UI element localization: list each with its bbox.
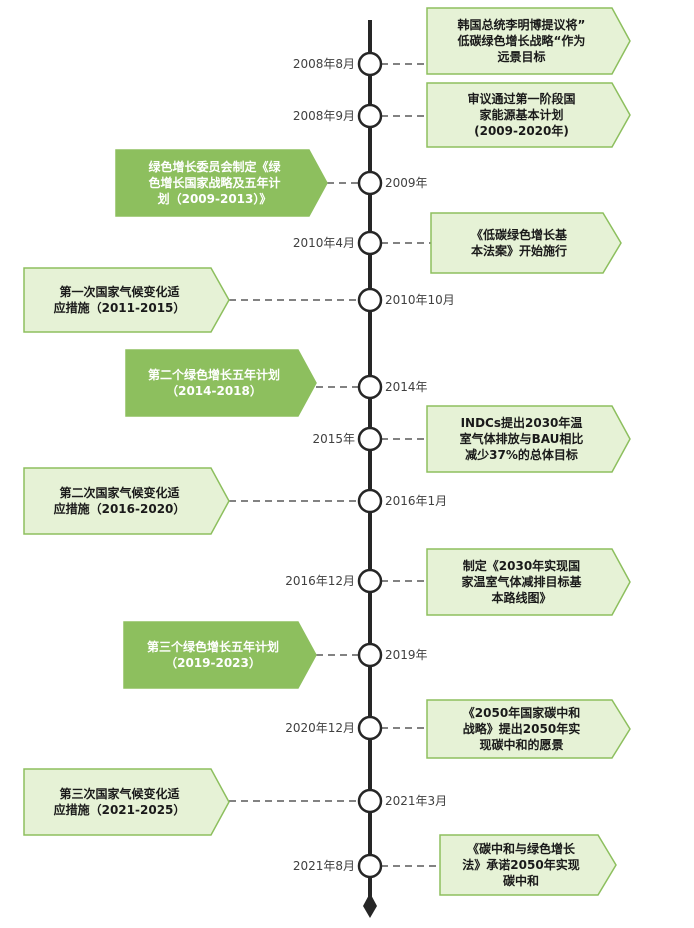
timeline-end-diamond xyxy=(363,893,377,918)
timeline-node-4 xyxy=(357,230,383,256)
event-date-13: 2021年8月 xyxy=(292,859,355,873)
timeline-node-3 xyxy=(357,170,383,196)
timeline-node-7 xyxy=(357,426,383,452)
timeline-node-12 xyxy=(357,788,383,814)
timeline-node-5 xyxy=(357,287,383,313)
event-text-4: 《低碳绿色增长基本法案》开始施行 xyxy=(470,228,567,258)
event-box-1: 韩国总统李明博提议将”低碳绿色增长战略“作为远景目标 xyxy=(427,8,612,74)
event-shape-12 xyxy=(23,768,230,836)
event-date-12: 2021年3月 xyxy=(385,794,448,808)
event-box-12: 第三次国家气候变化适应措施（2021-2025） xyxy=(24,769,211,835)
event-shape-11 xyxy=(426,699,631,759)
timeline-node-10 xyxy=(357,642,383,668)
event-shape-6 xyxy=(125,349,317,417)
event-shape-8 xyxy=(23,467,230,535)
event-date-10: 2019年 xyxy=(385,648,428,662)
event-text-3: 绿色增长委员会制定《绿色增长国家战略及五年计划（2009-2013）》 xyxy=(148,160,281,206)
timeline-node-9 xyxy=(357,568,383,594)
event-box-7: INDCs提出2030年温室气体排放与BAU相比减少37%的总体目标 xyxy=(427,406,612,472)
event-date-6: 2014年 xyxy=(385,380,428,394)
event-shape-4 xyxy=(430,212,622,274)
event-date-5: 2010年10月 xyxy=(385,293,455,307)
event-text-8: 第二次国家气候变化适应措施（2016-2020） xyxy=(53,486,186,516)
event-box-10: 第三个绿色增长五年计划（2019-2023） xyxy=(124,622,298,688)
timeline-node-13 xyxy=(357,853,383,879)
event-box-11: 《2050年国家碳中和战略》提出2050年实现碳中和的愿景 xyxy=(427,700,612,758)
timeline-node-1 xyxy=(357,51,383,77)
event-date-9: 2016年12月 xyxy=(285,574,355,588)
timeline-node-6 xyxy=(357,374,383,400)
event-date-2: 2008年9月 xyxy=(292,109,355,123)
event-date-7: 2015年 xyxy=(312,432,355,446)
event-box-9: 制定《2030年实现国家温室气体减排目标基本路线图》 xyxy=(427,549,612,615)
event-text-6: 第二个绿色增长五年计划（2014-2018） xyxy=(147,368,280,398)
event-shape-2 xyxy=(426,82,631,148)
timeline-node-2 xyxy=(357,103,383,129)
event-date-1: 2008年8月 xyxy=(292,57,355,71)
event-text-10: 第三个绿色增长五年计划（2019-2023） xyxy=(146,640,279,670)
timeline-node-11 xyxy=(357,715,383,741)
event-text-11: 《2050年国家碳中和战略》提出2050年实现碳中和的愿景 xyxy=(462,706,581,752)
event-shape-5 xyxy=(23,267,230,333)
event-text-12: 第三次国家气候变化适应措施（2021-2025） xyxy=(53,787,186,817)
event-shape-13 xyxy=(439,834,617,896)
event-text-13: 《碳中和与绿色增长法》承诺2050年实现碳中和 xyxy=(462,842,580,888)
event-text-2: 审议通过第一阶段国家能源基本计划(2009-2020年) xyxy=(467,92,576,138)
event-date-11: 2020年12月 xyxy=(285,721,355,735)
event-text-7: INDCs提出2030年温室气体排放与BAU相比减少37%的总体目标 xyxy=(459,416,584,462)
event-text-1: 韩国总统李明博提议将”低碳绿色增长战略“作为远景目标 xyxy=(457,18,586,64)
event-box-3: 绿色增长委员会制定《绿色增长国家战略及五年计划（2009-2013）》 xyxy=(116,150,309,216)
event-shape-9 xyxy=(426,548,631,616)
event-text-9: 制定《2030年实现国家温室气体减排目标基本路线图》 xyxy=(461,559,582,605)
event-shape-7 xyxy=(426,405,631,473)
event-shape-10 xyxy=(123,621,317,689)
event-box-8: 第二次国家气候变化适应措施（2016-2020） xyxy=(24,468,211,534)
event-box-2: 审议通过第一阶段国家能源基本计划(2009-2020年) xyxy=(427,83,612,147)
event-date-3: 2009年 xyxy=(385,176,428,190)
event-date-4: 2010年4月 xyxy=(292,236,355,250)
event-text-5: 第一次国家气候变化适应措施（2011-2015） xyxy=(53,285,186,315)
event-shape-1 xyxy=(426,7,631,75)
event-box-4: 《低碳绿色增长基本法案》开始施行 xyxy=(431,213,603,273)
event-box-13: 《碳中和与绿色增长法》承诺2050年实现碳中和 xyxy=(440,835,598,895)
event-box-6: 第二个绿色增长五年计划（2014-2018） xyxy=(126,350,298,416)
timeline-node-8 xyxy=(357,488,383,514)
event-date-8: 2016年1月 xyxy=(385,494,448,508)
event-box-5: 第一次国家气候变化适应措施（2011-2015） xyxy=(24,268,211,332)
event-shape-3 xyxy=(115,149,328,217)
